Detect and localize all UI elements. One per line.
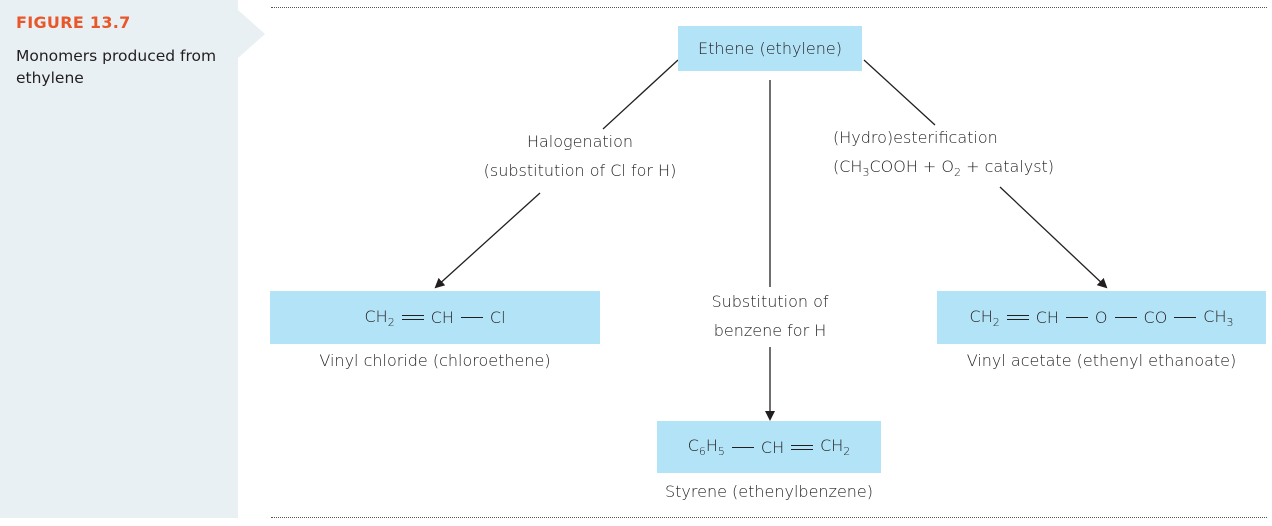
formula-group: CH3 (1203, 307, 1233, 329)
double-bond (791, 444, 814, 451)
root-node-ethene: Ethene (ethylene) (678, 26, 862, 71)
edge-root-to-halogenation (602, 59, 679, 130)
figure-sidebar (0, 0, 238, 518)
formula-atom: CH (364, 306, 388, 326)
top-rule (271, 7, 1267, 8)
formula-subscript: 2 (387, 315, 395, 329)
formula-subscript: 3 (1226, 315, 1234, 329)
formula-subscript: 2 (992, 315, 1000, 329)
formula-group: CH2 (364, 307, 394, 329)
formula-group: CH (1035, 308, 1059, 327)
edge-halogenation-to-vinyl-chloride (434, 192, 541, 289)
figure-caption: Monomers produced from ethylene (16, 47, 217, 87)
edge-esterification-to-vinyl-acetate (999, 186, 1108, 289)
styrene-name: Styrene (ethenylbenzene) (664, 482, 874, 501)
vinyl-chloride-name: Vinyl chloride (chloroethene) (319, 351, 551, 370)
esterification-subscript: 2 (954, 166, 962, 179)
formula-atom: CH (969, 306, 993, 326)
vinyl-acetate-name: Vinyl acetate (ethenyl ethanoate) (966, 351, 1237, 370)
edge-root-to-esterification (863, 59, 936, 126)
product-styrene: C6H5 CH CH2 (657, 421, 881, 473)
bottom-rule (271, 517, 1267, 518)
formula-group: CO (1143, 308, 1168, 327)
substitution-line2: benzene for H (713, 321, 827, 340)
figure-number: FIGURE 13.7 (16, 13, 131, 32)
double-bond (401, 314, 424, 321)
reaction-esterification: (Hydro)esterification (CH3COOH + O2 + ca… (833, 123, 1054, 187)
formula-atom: H (705, 436, 718, 455)
sidebar-pointer (238, 10, 265, 58)
esterification-detail: (CH3COOH + O2 + catalyst) (833, 152, 1054, 187)
formula-group: CH (760, 437, 785, 457)
formula-group: O (1094, 308, 1108, 327)
esterification-detail-part: + catalyst) (961, 157, 1055, 176)
formula-atom: CH (1203, 306, 1227, 326)
single-bond (731, 444, 754, 451)
single-bond (1174, 314, 1197, 321)
formula-group: CH2 (970, 307, 1000, 329)
halogenation-title: Halogenation (526, 132, 634, 151)
single-bond (1065, 314, 1088, 321)
formula-subscript: 2 (843, 445, 851, 458)
product-vinyl-chloride: CH2 CH Cl (270, 291, 600, 344)
formula-group: C6H5 (688, 436, 725, 458)
formula-group: CH2 (820, 436, 850, 458)
formula-group: Cl (489, 308, 506, 327)
esterification-subscript: 3 (862, 166, 870, 179)
single-bond (1114, 314, 1137, 321)
product-vinyl-acetate: CH2 CH O CO CH3 (937, 291, 1266, 344)
root-node-label: Ethene (ethylene) (698, 39, 842, 58)
formula-atom: C (687, 436, 699, 455)
vinyl-chloride-formula: CH2 CH Cl (364, 307, 505, 329)
single-bond (460, 314, 483, 321)
styrene-formula: C6H5 CH CH2 (688, 436, 851, 458)
formula-group: CH (430, 308, 454, 327)
formula-subscript: 6 (698, 445, 706, 458)
esterification-detail-part: (CH (833, 157, 863, 176)
esterification-title: (Hydro)esterification (833, 128, 998, 147)
halogenation-detail: (substitution of Cl for H) (483, 161, 677, 180)
reaction-halogenation: Halogenation (substitution of Cl for H) (455, 127, 705, 185)
formula-atom: CH (820, 436, 844, 455)
reaction-substitution: Substitution of benzene for H (670, 287, 870, 345)
vinyl-acetate-formula: CH2 CH O CO CH3 (970, 307, 1234, 329)
esterification-detail-part: COOH + O (869, 157, 955, 176)
substitution-line1: Substitution of (711, 292, 829, 311)
formula-subscript: 5 (717, 445, 725, 458)
double-bond (1006, 314, 1029, 321)
